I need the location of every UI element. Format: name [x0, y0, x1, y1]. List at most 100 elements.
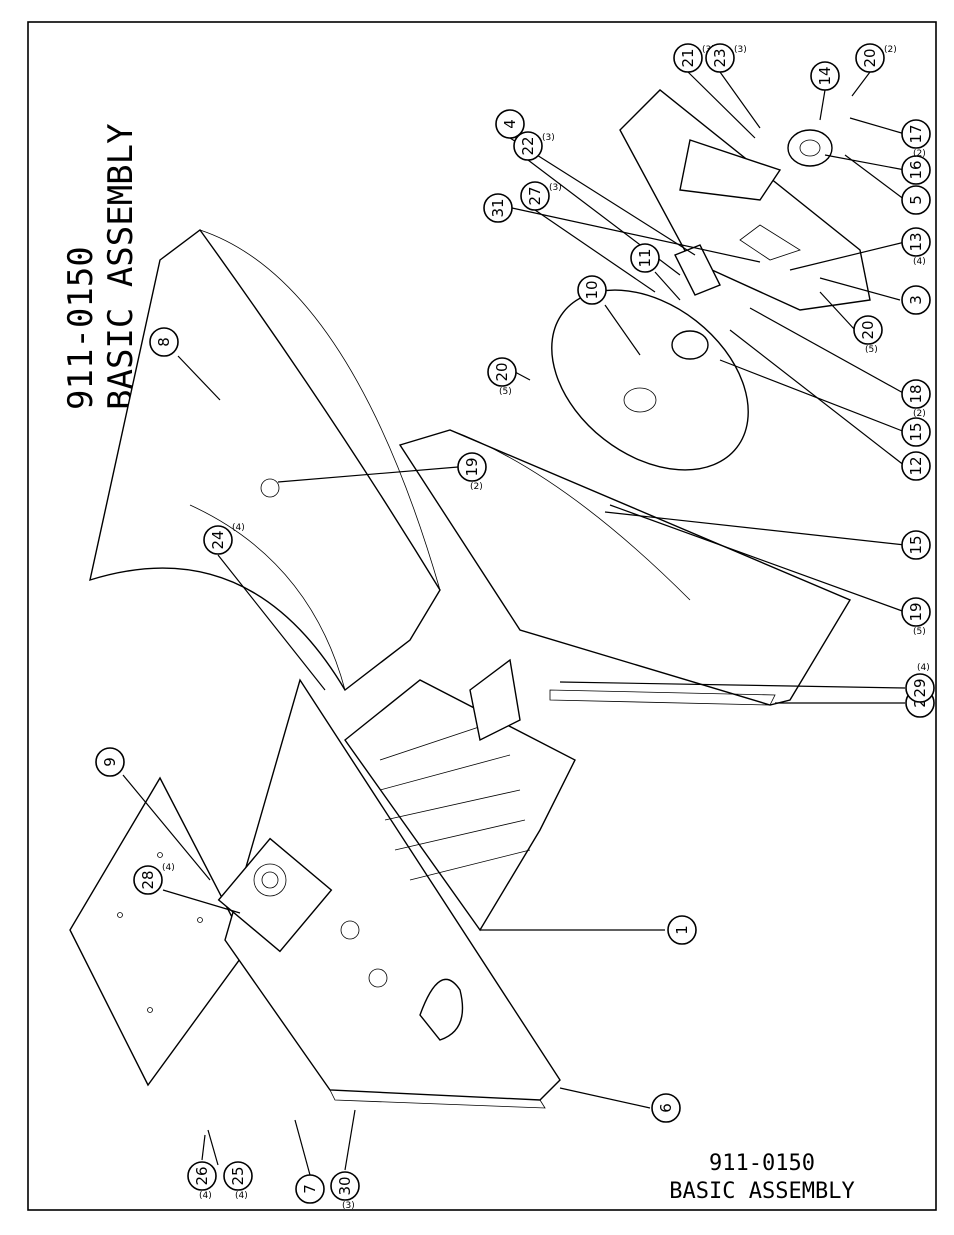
- part-3-plate: [619, 89, 871, 311]
- svg-text:(5): (5): [865, 345, 878, 355]
- svg-text:4: 4: [501, 119, 519, 129]
- svg-text:20: 20: [859, 320, 877, 339]
- svg-text:19: 19: [907, 602, 925, 621]
- title-block-line1: 911-0150: [709, 1151, 815, 1176]
- svg-text:(5): (5): [499, 387, 512, 397]
- svg-text:3: 3: [907, 295, 925, 305]
- callout-15a: 15: [901, 417, 931, 447]
- svg-text:9: 9: [101, 757, 119, 767]
- part-4-bracket: [674, 244, 721, 296]
- svg-text:27: 27: [526, 186, 544, 205]
- callout-29: 29 (4): [905, 663, 935, 703]
- svg-text:11: 11: [636, 248, 654, 267]
- svg-text:(3): (3): [734, 45, 747, 55]
- callout-20c: 20 (5): [487, 357, 517, 397]
- title-block-line2: BASIC ASSEMBLY: [669, 1179, 854, 1204]
- callouts: 1 2 3 4 5 6 7 8 9 10 11 12 13(4) 14 15 1…: [95, 43, 935, 1211]
- part-1-stack: [344, 679, 576, 932]
- svg-text:(2): (2): [884, 45, 897, 55]
- part-6-slot: [419, 978, 464, 1041]
- callout-19b: 19 (5): [901, 597, 931, 637]
- leader-lines: [122, 71, 906, 1176]
- svg-text:(4): (4): [913, 257, 926, 267]
- vertical-title-line2: BASIC ASSEMBLY: [101, 123, 141, 410]
- svg-text:(2): (2): [470, 482, 483, 492]
- callout-22: 22 (3): [513, 131, 555, 161]
- svg-text:30: 30: [336, 1176, 354, 1195]
- callout-12: 12: [901, 451, 931, 481]
- part-12-hub: [671, 330, 709, 360]
- svg-text:15: 15: [907, 535, 925, 554]
- parts-linework: [69, 89, 871, 1109]
- callout-27: 27 (3): [520, 181, 562, 211]
- part-3-chute: [679, 139, 782, 201]
- callout-20b: 20 (5): [853, 315, 883, 355]
- part-8-cover: [89, 229, 441, 692]
- callout-30: 30 (3): [330, 1171, 360, 1211]
- svg-text:(2): (2): [913, 149, 926, 159]
- svg-text:(3): (3): [549, 183, 562, 193]
- part-10-disc: [551, 289, 749, 471]
- svg-text:(4): (4): [162, 863, 175, 873]
- svg-text:20: 20: [493, 362, 511, 381]
- svg-text:10: 10: [583, 280, 601, 299]
- sheet-border: [27, 21, 937, 1211]
- svg-text:(5): (5): [913, 627, 926, 637]
- svg-text:13: 13: [907, 232, 925, 251]
- svg-text:22: 22: [519, 136, 537, 155]
- svg-text:1: 1: [673, 925, 691, 935]
- svg-text:6: 6: [657, 1103, 675, 1113]
- callout-20a: 20 (2): [855, 43, 897, 73]
- svg-text:20: 20: [861, 48, 879, 67]
- svg-text:18: 18: [907, 384, 925, 403]
- part-5-bearing: [787, 129, 833, 167]
- callout-17: 17 (2): [901, 119, 931, 159]
- svg-text:14: 14: [816, 66, 834, 85]
- callout-18: 18 (2): [901, 379, 931, 419]
- svg-text:29: 29: [911, 678, 929, 697]
- callout-6: 6: [651, 1093, 681, 1123]
- svg-text:(4): (4): [232, 523, 245, 533]
- vertical-title: 911-0150 BASIC ASSEMBLY: [61, 123, 141, 410]
- svg-text:15: 15: [907, 422, 925, 441]
- callout-14: 14: [810, 61, 840, 91]
- svg-text:24: 24: [209, 530, 227, 549]
- svg-text:(4): (4): [917, 663, 930, 673]
- callout-13: 13 (4): [901, 227, 931, 267]
- callout-7: 7: [295, 1174, 325, 1204]
- svg-text:12: 12: [907, 456, 925, 475]
- callout-28: 28 (4): [133, 863, 175, 895]
- svg-text:26: 26: [193, 1166, 211, 1185]
- svg-text:(3): (3): [342, 1201, 355, 1211]
- callout-9: 9: [95, 747, 125, 777]
- svg-text:(4): (4): [199, 1191, 212, 1201]
- callout-16: 16: [901, 155, 931, 185]
- svg-text:(4): (4): [235, 1191, 248, 1201]
- callout-23: 23(3): [705, 43, 747, 73]
- svg-text:17: 17: [907, 124, 925, 143]
- svg-text:7: 7: [301, 1184, 319, 1194]
- svg-text:(3): (3): [542, 133, 555, 143]
- callout-10: 10: [577, 275, 607, 305]
- svg-text:(2): (2): [913, 409, 926, 419]
- svg-text:16: 16: [907, 160, 925, 179]
- callout-15b: 15: [901, 530, 931, 560]
- svg-text:28: 28: [139, 870, 157, 889]
- callout-31: 31: [483, 193, 513, 223]
- svg-text:31: 31: [489, 198, 507, 217]
- callout-11: 11: [630, 243, 660, 273]
- svg-text:21: 21: [679, 48, 697, 67]
- callout-3: 3: [901, 285, 931, 315]
- svg-text:8: 8: [155, 337, 173, 347]
- callout-24: 24 (4): [203, 523, 245, 555]
- callout-5: 5: [901, 185, 931, 215]
- part-1-shaft: [469, 658, 521, 742]
- callout-26: 26 (4): [187, 1161, 217, 1201]
- svg-text:19: 19: [463, 457, 481, 476]
- part-9-plate: [69, 776, 249, 1087]
- vertical-title-line1: 911-0150: [61, 246, 101, 410]
- callout-25: 25(4): [223, 1161, 253, 1201]
- callout-1: 1: [667, 915, 697, 945]
